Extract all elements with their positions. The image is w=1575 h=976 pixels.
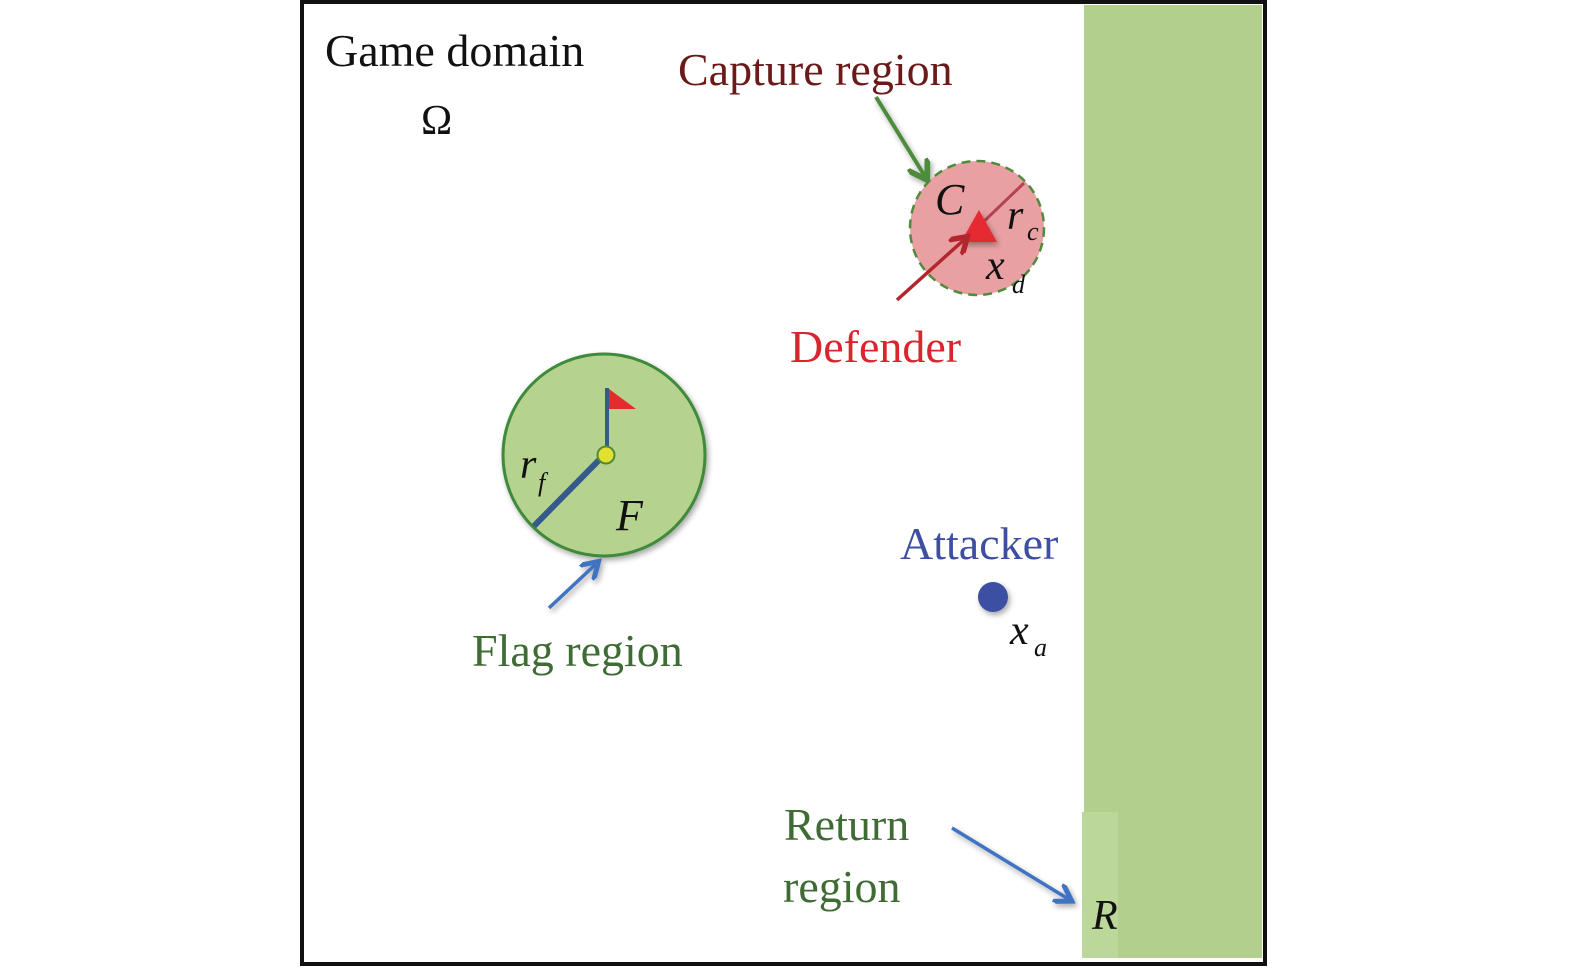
capture-radius-subscript: c [1027, 217, 1039, 246]
omega-symbol: Ω [421, 98, 452, 144]
return-region [1084, 5, 1262, 958]
attacker-position-subscript: a [1034, 633, 1047, 662]
game-domain-label: Game domain [325, 25, 584, 76]
defender-position-subscript: d [1012, 270, 1026, 299]
defender-arrow [895, 238, 966, 302]
attacker-label: Attacker [900, 518, 1058, 569]
attacker-position-label: x [1009, 608, 1029, 654]
capture-region-arrow [874, 95, 926, 178]
flag-pennant-icon [609, 389, 636, 409]
capture-region: C r c x d [908, 159, 1046, 299]
defender-label: Defender [790, 321, 961, 372]
capture-radius-label: r [1007, 193, 1024, 239]
attacker-dot-icon [978, 582, 1008, 612]
capture-region-label: Capture region [678, 44, 953, 95]
return-region-arrow [951, 826, 1070, 900]
return-region-label-line1: Return [784, 799, 909, 850]
capture-symbol: C [935, 175, 965, 224]
flag-symbol: F [615, 491, 644, 540]
flag-radius-line [531, 452, 607, 529]
flag-center-point [596, 445, 616, 465]
flag-region-label: Flag region [472, 625, 683, 676]
flag-radius-subscript: f [538, 468, 549, 497]
return-symbol: R [1091, 893, 1118, 939]
return-region-highlight [1082, 812, 1118, 958]
flag-radius-label: r [520, 442, 537, 488]
flag-region-arrow [547, 563, 597, 610]
return-region-label-line2: region [783, 861, 901, 912]
defender-position-label: x [985, 243, 1005, 289]
